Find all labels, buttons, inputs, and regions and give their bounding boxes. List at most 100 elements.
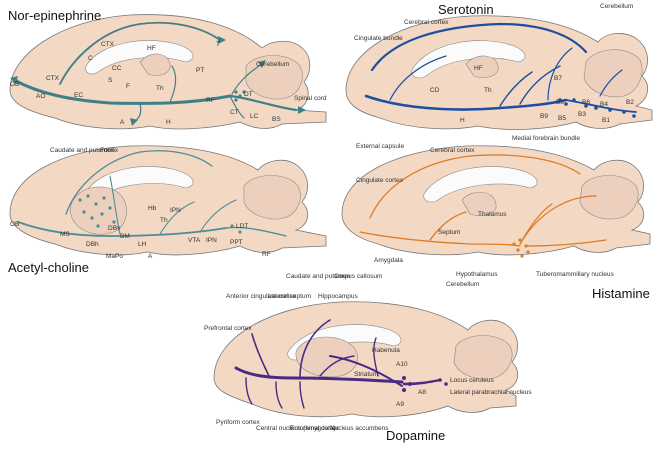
se-label-medial-forebrain-bundle: Medial forebrain bundle [512, 135, 580, 142]
se-cingulate-tract [370, 22, 588, 72]
se-nucleus [632, 114, 636, 118]
ach-pathways [17, 150, 287, 237]
ne-label-h: H [166, 119, 171, 126]
se-nucleus [558, 98, 562, 102]
se-label-b1: B1 [602, 117, 610, 124]
hi-nucleus [516, 248, 520, 252]
ach-label-rf: RF [262, 251, 271, 258]
ach-nucleus [96, 224, 100, 228]
hi-basal-tract [359, 231, 521, 247]
ne-label-a: A [120, 119, 125, 126]
da-midbrain-nuclei [402, 376, 448, 392]
da-label-locus-ceruleus: Locus ceruleus [450, 377, 494, 384]
ne-label-ctx: CTX [101, 41, 115, 48]
da-label-pyriform-cortex: Pyriform cortex [216, 419, 260, 426]
ach-nucleus [100, 212, 104, 216]
ach-label-fornix: Fornix [100, 147, 119, 154]
ach-label-vta: VTA [188, 237, 201, 244]
ach-label-ms: MS [60, 231, 70, 238]
se-label-h: H [460, 117, 465, 124]
ach-label-hb: Hb [148, 205, 157, 212]
se-label-b8: B8 [556, 99, 564, 106]
ne-label-dt: DT [244, 91, 253, 98]
hi-hindbrain-tract [525, 239, 607, 247]
ach-nucleus [94, 202, 98, 206]
ach-fornix-tract [109, 175, 121, 235]
da-label-central-nucleus: Central nucleus (amygdala) [256, 425, 335, 432]
se-label-b6: B6 [582, 99, 590, 106]
se-label-b3: B3 [578, 111, 586, 118]
hi-label-cingulate-cortex: Cingulate cortex [356, 177, 404, 184]
se-label-cerebral-cortex: Cerebral cortex [404, 19, 449, 26]
ne-locus-nuclei [234, 90, 246, 102]
ne-label-ao: AO [36, 93, 45, 100]
se-label-b2: B2 [626, 99, 634, 106]
se-nucleus [564, 102, 568, 106]
se-nucleus [594, 106, 598, 110]
ach-thalamic-tract [159, 201, 195, 235]
da-label-a9: A9 [396, 401, 404, 408]
norepinephrine-panel: Nor-epinephrine CTX HF C CC S F Th T PT … [8, 8, 327, 130]
ne-spinal-tract [228, 94, 298, 112]
ne-ventricle [85, 40, 194, 75]
se-thalamus [465, 55, 499, 78]
da-label-a10: A10 [396, 361, 408, 368]
ne-label-th: Th [156, 85, 164, 92]
da-title: Dopamine [386, 428, 445, 443]
ach-cortical-tract [65, 150, 213, 215]
hi-cerebellum [579, 175, 639, 220]
da-label-striatum: Striatum [354, 371, 378, 378]
ach-label-lh: LH [138, 241, 147, 248]
se-pathways [364, 22, 637, 113]
ne-label-ct: CT [230, 109, 239, 116]
da-pathways [234, 319, 442, 409]
ach-label-dbv: DBv [108, 225, 121, 232]
ach-nucleus [78, 198, 82, 202]
ach-label-ob: OB [10, 221, 19, 228]
ach-title: Acetyl-choline [8, 260, 89, 275]
se-label-external-capsule: External capsule [356, 143, 404, 150]
ne-thalamus [139, 53, 171, 76]
ach-nucleus [82, 210, 86, 214]
se-cerebellum [583, 49, 643, 98]
da-pyriform-tract [245, 377, 253, 405]
se-label-th: Th [484, 87, 492, 94]
se-external-capsule-tract [389, 55, 447, 101]
da-label-lateral-septum: Lateral septum [268, 293, 311, 300]
se-nucleus [584, 104, 588, 108]
hi-label-cerebral-cortex: Cerebral cortex [430, 147, 475, 154]
hi-nucleus [520, 254, 524, 258]
se-nucleus [608, 108, 612, 112]
ne-label-spinal-cord: Spinal cord [294, 95, 327, 102]
ach-label-ipn: IPN [206, 237, 217, 244]
ne-label-f: F [126, 83, 130, 90]
ach-label-bm: BM [120, 233, 130, 240]
ne-label-lc: LC [250, 113, 259, 120]
ne-arrow-ob [10, 76, 18, 84]
ne-arrowheads [10, 36, 306, 126]
ach-nucleus [112, 220, 116, 224]
hi-nucleus [518, 238, 522, 242]
se-nucleus [622, 110, 626, 114]
da-label-a8: A8 [418, 389, 426, 396]
hi-septal-tract [429, 211, 467, 241]
ne-cerebellar-branch [231, 63, 263, 95]
se-label-b7: B7 [554, 75, 562, 82]
hi-label-hypothalamus: Hypothalamus [456, 271, 498, 278]
se-nucleus [572, 98, 576, 102]
ne-arrow-ctx [218, 36, 226, 44]
ne-label-ob: OB [10, 81, 19, 88]
se-medial-forebrain-tract [364, 94, 568, 111]
ach-nucleus [238, 230, 242, 234]
ach-nucleus [86, 194, 90, 198]
ne-thalamic-branch [169, 65, 177, 103]
se-cerebellar-tract [599, 69, 623, 97]
ach-nucleus [90, 216, 94, 220]
da-brain-outline [213, 301, 519, 418]
hi-nucleus [512, 242, 516, 246]
ne-brainstem-branch [229, 95, 245, 119]
hi-nucleus [526, 250, 530, 254]
ach-tectal-tract [199, 199, 237, 233]
